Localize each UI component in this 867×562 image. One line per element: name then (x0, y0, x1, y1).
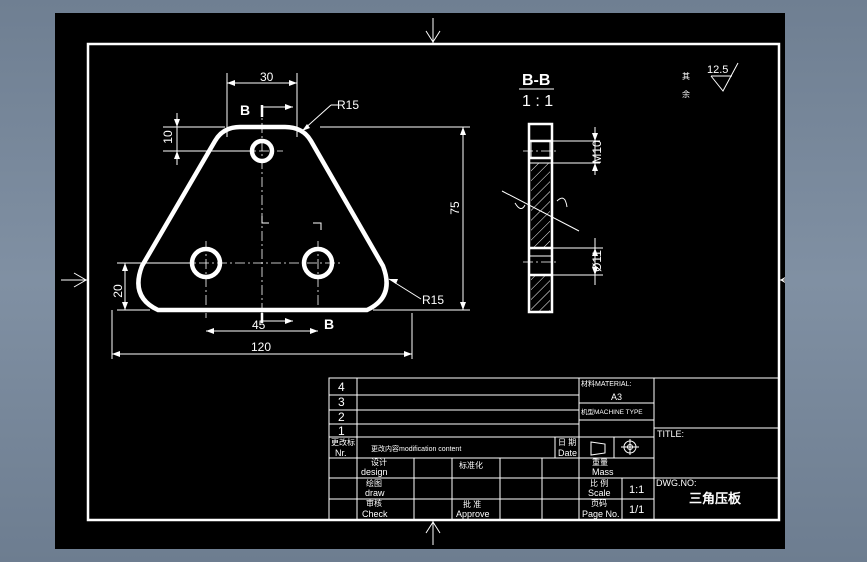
mass-en: Mass (592, 467, 614, 477)
dimension-20-label: 20 (111, 284, 125, 298)
title-block-grid (328, 377, 780, 521)
centering-arrow-top (425, 18, 441, 44)
section-cut-marker-bottom (260, 313, 293, 324)
radius-leader-bottom (388, 278, 422, 300)
dwg-no-label: DWG.NO: (656, 478, 697, 488)
dimension-diameter-11-label: Ø11 (590, 250, 604, 272)
draw-en: draw (365, 488, 385, 498)
scale-value: 1:1 (629, 484, 644, 496)
cad-drawing: B B 30 10 75 20 45 (61, 18, 807, 545)
material-value: A3 (611, 392, 622, 402)
rev-row-4: 4 (338, 380, 345, 394)
page-en: Page No. (582, 509, 620, 519)
rev-header-nr-en: Nr. (335, 448, 347, 458)
rev-header-date-cn: 日 期 (558, 438, 576, 447)
dimension-45-label: 45 (252, 318, 266, 332)
projection-symbol-icon (590, 439, 639, 456)
triangular-plate-outline (136, 124, 389, 313)
section-corner-left (261, 216, 269, 224)
mass-cn: 重量 (592, 457, 608, 467)
rev-header-content: 更改内容modification content (371, 444, 461, 453)
rev-row-3: 3 (338, 395, 345, 409)
machine-type-label: 机型MACHINE TYPE (581, 407, 643, 416)
radius-top-label: R15 (337, 98, 359, 112)
material-label: 材料MATERIAL: (581, 379, 631, 388)
page-value: 1/1 (629, 504, 644, 516)
section-break-marks (501, 190, 580, 232)
centering-arrow-bottom (425, 520, 441, 545)
page-cn: 页码 (591, 499, 607, 508)
section-corner-right (313, 222, 322, 230)
scale-cn: 比 例 (590, 478, 608, 488)
section-view-body (527, 122, 554, 314)
draw-cn: 绘图 (366, 478, 382, 488)
radius-leader-top (301, 104, 338, 132)
dimension-20 (117, 262, 190, 311)
dimension-10-label: 10 (161, 130, 175, 144)
section-mark-bottom-label: B (324, 316, 334, 332)
roughness-note-line1: 其 (682, 72, 690, 81)
approve-en: Approve (456, 509, 490, 519)
rev-header-date-en: Date (558, 448, 577, 458)
dimension-diameter-11 (552, 238, 603, 285)
design-en: design (361, 467, 388, 477)
dimension-75-label: 75 (448, 201, 462, 215)
drawing-name: 三角压板 (689, 491, 742, 506)
centering-arrow-left (61, 272, 88, 288)
dimension-75 (320, 126, 470, 311)
check-cn: 审核 (366, 498, 382, 508)
radius-bottom-label: R15 (422, 293, 444, 307)
section-view-scale: 1 : 1 (522, 93, 553, 110)
standardization-cn: 标准化 (459, 460, 483, 470)
approve-cn: 批 准 (463, 499, 481, 509)
section-cut-marker-top (260, 104, 293, 117)
design-cn: 设计 (371, 457, 387, 467)
rev-header-nr-cn: 更改标 (331, 437, 355, 447)
section-view-title: B-B (522, 72, 550, 89)
dimension-120-label: 120 (251, 340, 271, 354)
dimension-30-label: 30 (260, 70, 274, 84)
title-label: TITLE: (657, 429, 684, 439)
dimension-10 (163, 113, 251, 165)
drawing-sheet: B B 30 10 75 20 45 (55, 13, 807, 549)
rev-row-2: 2 (338, 410, 345, 424)
dimension-45 (206, 328, 318, 334)
section-mark-top-label: B (240, 102, 250, 118)
scale-en: Scale (588, 488, 611, 498)
dimension-120 (111, 310, 413, 359)
rev-row-1: 1 (338, 424, 345, 438)
roughness-symbol (710, 62, 739, 92)
dimension-30 (226, 73, 298, 137)
roughness-note-line2: 余 (682, 89, 690, 99)
dimension-m10 (552, 127, 600, 175)
roughness-value: 12.5 (707, 64, 728, 76)
check-en: Check (362, 509, 388, 519)
dimension-m10-label: M10 (590, 140, 604, 164)
